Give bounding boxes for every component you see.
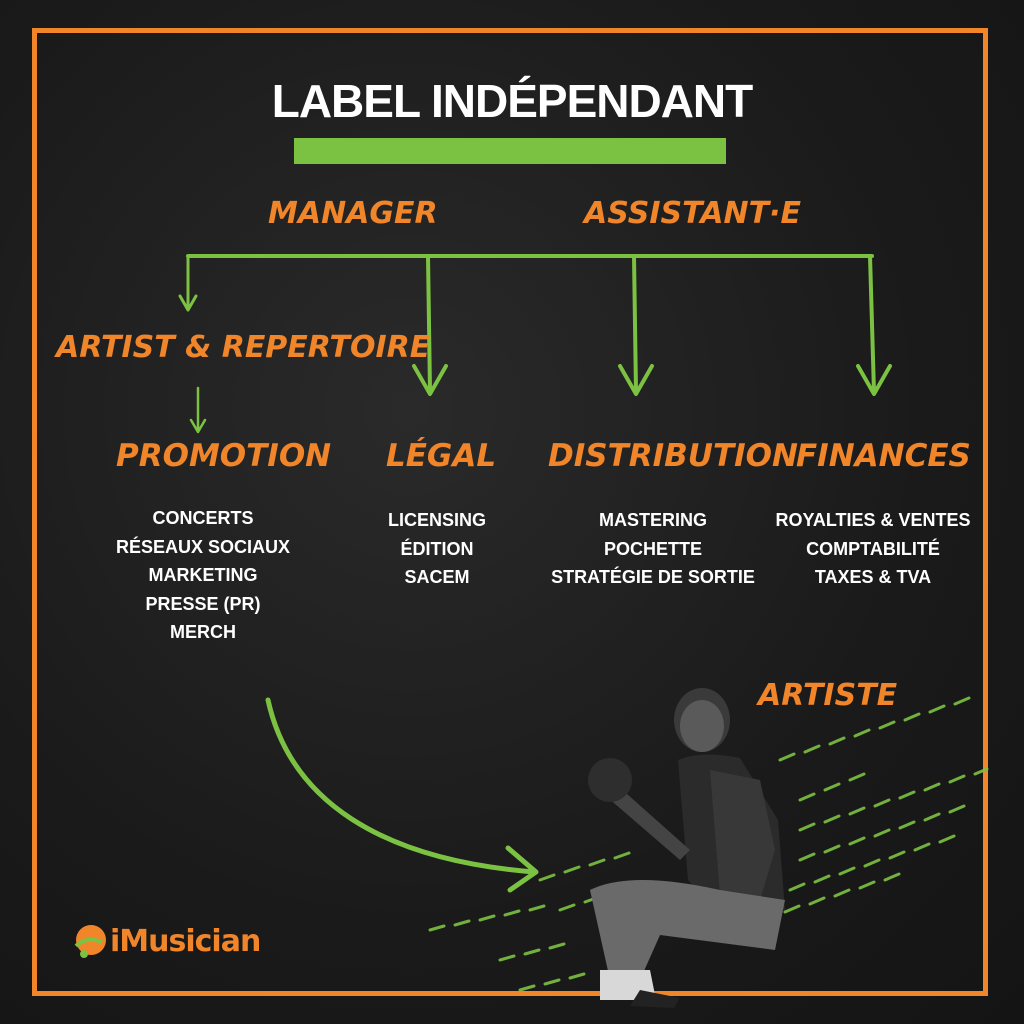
- list-item: ROYALTIES & VENTES: [775, 510, 971, 530]
- list-item: MARKETING: [148, 565, 258, 585]
- title-underline-bar: [294, 138, 726, 164]
- list-item: LICENSING: [387, 510, 486, 530]
- dept-promotion-title: PROMOTION: [116, 438, 332, 474]
- artist-with-guitar-image: [588, 688, 785, 1008]
- role-artist: ARTISTE: [758, 678, 898, 713]
- arrow-to-legal: [412, 254, 448, 396]
- logo-wordmark: iMusician: [110, 924, 261, 959]
- arrow-ar-to-promotion: [189, 386, 207, 434]
- list-item: PRESSE (PR): [145, 593, 261, 614]
- dept-distribution-title: DISTRIBUTION: [548, 438, 798, 474]
- arrow-to-ar: [178, 254, 198, 312]
- page-title: LABEL INDÉPENDANT: [271, 75, 754, 127]
- list-item: POCHETTE: [603, 538, 702, 559]
- promotion-task-list: CONCERTS RÉSEAUX SOCIAUX MARKETING PRESS…: [103, 504, 303, 647]
- legal-task-list: LICENSING ÉDITION SACEM: [362, 506, 512, 592]
- logo-icon: [74, 925, 106, 958]
- finances-task-list: ROYALTIES & VENTES COMPTABILITÉ TAXES & …: [768, 506, 978, 592]
- arrow-to-distribution: [618, 254, 654, 396]
- list-item: CONCERTS: [152, 508, 254, 528]
- role-artist-repertoire: ARTIST & REPERTOIRE: [56, 330, 431, 365]
- list-item: MERCH: [170, 622, 236, 642]
- list-item: RÉSEAUX SOCIAUX: [115, 536, 291, 557]
- imusician-logo: iMusician: [72, 920, 261, 968]
- list-item: SACEM: [404, 567, 470, 587]
- role-manager: MANAGER: [268, 196, 438, 231]
- orange-border-frame: [32, 28, 988, 996]
- dept-finances-title: FINANCES: [796, 438, 971, 474]
- arrow-to-artist: [265, 697, 539, 893]
- arrow-to-finances: [856, 254, 892, 396]
- list-item: STRATÉGIE DE SORTIE: [551, 567, 755, 587]
- dept-legal-title: LÉGAL: [386, 438, 497, 474]
- role-assistant: ASSISTANT·E: [584, 196, 801, 231]
- list-item: COMPTABILITÉ: [806, 538, 940, 559]
- list-item: MASTERING: [599, 510, 707, 530]
- distribution-task-list: MASTERING POCHETTE STRATÉGIE DE SORTIE: [543, 506, 763, 592]
- list-item: ÉDITION: [400, 538, 474, 559]
- list-item: TAXES & TVA: [814, 567, 932, 587]
